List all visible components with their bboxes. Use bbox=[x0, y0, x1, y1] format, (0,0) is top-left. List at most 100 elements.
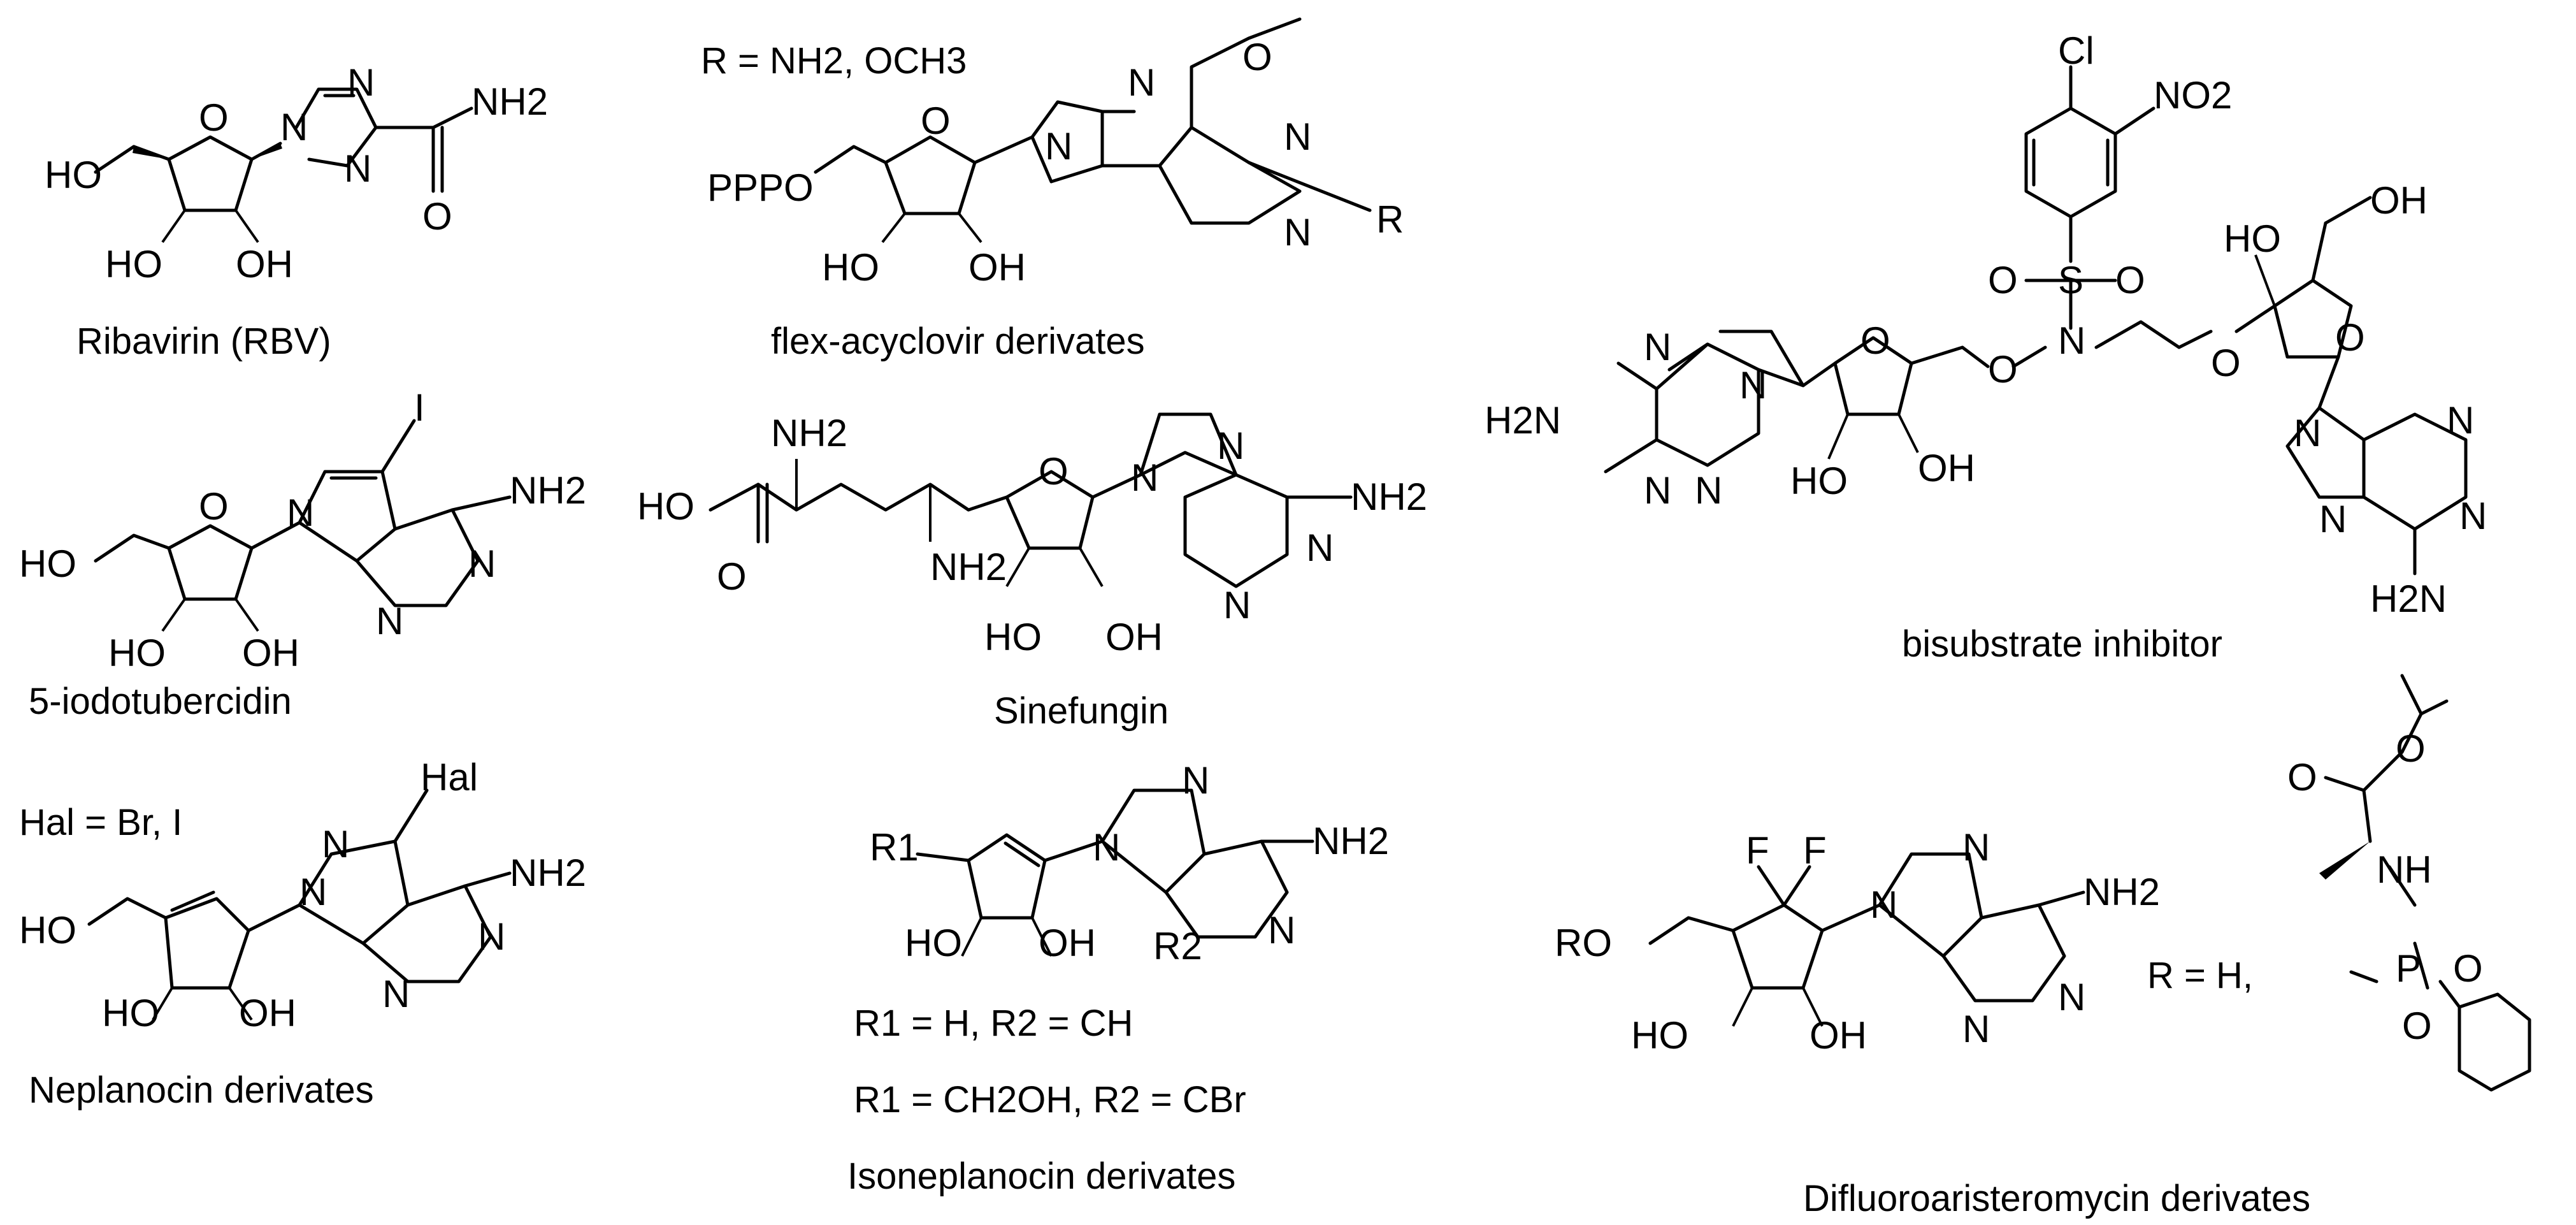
atom-nh2: NH2 bbox=[1313, 820, 1389, 862]
atom-ho: HO bbox=[102, 992, 159, 1034]
atom-n: N bbox=[2058, 976, 2085, 1018]
label-iso-r2: R1 = CH2OH, R2 = CBr bbox=[854, 1079, 1246, 1120]
atom-o: O bbox=[2402, 1004, 2432, 1047]
caption-isoneplanocin: Isoneplanocin derivates bbox=[847, 1156, 1235, 1197]
atom-r1: R1 bbox=[870, 826, 919, 869]
atom-n: N bbox=[299, 871, 327, 913]
atom-nh2: NH2 bbox=[510, 852, 586, 894]
atom-n: N bbox=[287, 491, 314, 534]
atom-n: N bbox=[376, 600, 403, 642]
atom-nh2: NH2 bbox=[771, 412, 847, 454]
atom-oh: OH bbox=[1810, 1014, 1867, 1057]
atom-ro: RO bbox=[1555, 922, 1612, 964]
atom-n: N bbox=[1962, 1008, 1990, 1050]
label-difluoro-r: R = H, bbox=[2147, 955, 2253, 996]
atom-oh: OH bbox=[236, 243, 293, 286]
atom-nh2: NH2 bbox=[930, 546, 1007, 588]
atom-o: O bbox=[2396, 727, 2426, 770]
atom-n: N bbox=[1644, 469, 1671, 512]
atom-ho: HO bbox=[105, 243, 162, 286]
atom-oh: OH bbox=[1918, 447, 1975, 489]
atom-o: O bbox=[1860, 319, 1890, 362]
atom-f: F bbox=[1746, 829, 1769, 872]
atom-r: R bbox=[1376, 198, 1404, 241]
atom-n: N bbox=[1217, 424, 1244, 467]
atom-n: N bbox=[347, 61, 375, 104]
atom-o: O bbox=[717, 555, 747, 598]
atom-oh: OH bbox=[2370, 179, 2428, 222]
atom-o: O bbox=[2115, 259, 2145, 301]
atom-ho: HO bbox=[822, 246, 879, 289]
neplanocin-structure bbox=[87, 788, 512, 1021]
atom-n: N bbox=[1131, 456, 1158, 499]
atom-oh: OH bbox=[239, 992, 296, 1034]
atom-n: N bbox=[1045, 125, 1072, 168]
atom-n: N bbox=[1223, 584, 1251, 627]
atom-i: I bbox=[414, 386, 425, 429]
atom-n: N bbox=[1284, 115, 1311, 158]
atom-ho: HO bbox=[1631, 1014, 1688, 1057]
atom-o: O bbox=[1988, 259, 2018, 301]
atom-n: N bbox=[2459, 495, 2487, 537]
atom-n: N bbox=[1695, 469, 1722, 512]
atom-n: N bbox=[1268, 909, 1295, 952]
atom-n: N bbox=[1962, 826, 1990, 869]
atom-nh2: NH2 bbox=[510, 469, 586, 512]
atom-ho: HO bbox=[19, 542, 76, 585]
atom-n: N bbox=[1870, 883, 1897, 926]
atom-n: N bbox=[478, 915, 505, 958]
atom-n: N bbox=[2319, 498, 2347, 540]
atom-hal: Hal bbox=[421, 756, 478, 799]
caption-bisubstrate: bisubstrate inhibitor bbox=[1902, 623, 2222, 665]
atom-h2n: H2N bbox=[1485, 399, 1561, 442]
atom-n: N bbox=[2058, 319, 2085, 362]
atom-n: N bbox=[344, 147, 371, 190]
atom-ho: HO bbox=[108, 632, 166, 674]
atom-cl: Cl bbox=[2058, 29, 2094, 72]
atom-oh: OH bbox=[1105, 616, 1163, 658]
atom-o: O bbox=[199, 485, 229, 528]
caption-sinefungin: Sinefungin bbox=[994, 690, 1169, 732]
atom-f: F bbox=[1803, 829, 1827, 872]
atom-oh: OH bbox=[242, 632, 299, 674]
atom-ho: HO bbox=[45, 154, 102, 196]
atom-nh2: NH2 bbox=[471, 80, 548, 123]
atom-n: N bbox=[1644, 326, 1671, 368]
atom-n: N bbox=[1306, 526, 1334, 569]
atom-nh: NH bbox=[2377, 848, 2432, 891]
sinefungin-structure bbox=[709, 412, 1353, 588]
atom-o: O bbox=[199, 96, 229, 139]
atom-ho: HO bbox=[1790, 460, 1848, 502]
atom-oh: OH bbox=[968, 246, 1026, 289]
flex-acyclovir-structure bbox=[814, 17, 1372, 243]
atom-oh: OH bbox=[1039, 922, 1096, 964]
atom-o: O bbox=[1039, 450, 1069, 493]
atom-no2: NO2 bbox=[2154, 74, 2232, 117]
difluoro-structure bbox=[1648, 674, 2531, 1092]
atom-n: N bbox=[1182, 759, 1209, 802]
atom-ho: HO bbox=[637, 485, 694, 528]
atom-r2: R2 bbox=[1153, 925, 1202, 968]
atom-n: N bbox=[2447, 399, 2474, 442]
atom-o: O bbox=[2211, 342, 2241, 384]
atom-o: O bbox=[1242, 36, 1272, 78]
atom-o: O bbox=[2287, 756, 2317, 799]
atom-pppo: PPPO bbox=[707, 166, 814, 209]
label-flex-r: R = NH2, OCH3 bbox=[701, 40, 967, 82]
atom-nh2: NH2 bbox=[1351, 475, 1427, 518]
atom-o: O bbox=[921, 99, 951, 142]
atom-ho: HO bbox=[19, 909, 76, 952]
label-hal-def: Hal = Br, I bbox=[19, 802, 182, 843]
caption-neplanocin: Neplanocin derivates bbox=[29, 1069, 374, 1111]
iodotubercidin-structure bbox=[94, 419, 512, 632]
atom-n: N bbox=[468, 542, 496, 585]
caption-iodotubercidin: 5-iodotubercidin bbox=[29, 681, 292, 722]
caption-flex: flex-acyclovir derivates bbox=[771, 321, 1145, 362]
label-iso-r1: R1 = H, R2 = CH bbox=[854, 1003, 1133, 1044]
atom-o: O bbox=[2335, 316, 2365, 359]
atom-o: O bbox=[1988, 348, 2018, 391]
atom-o: O bbox=[422, 195, 452, 238]
atom-o: O bbox=[2453, 947, 2483, 990]
